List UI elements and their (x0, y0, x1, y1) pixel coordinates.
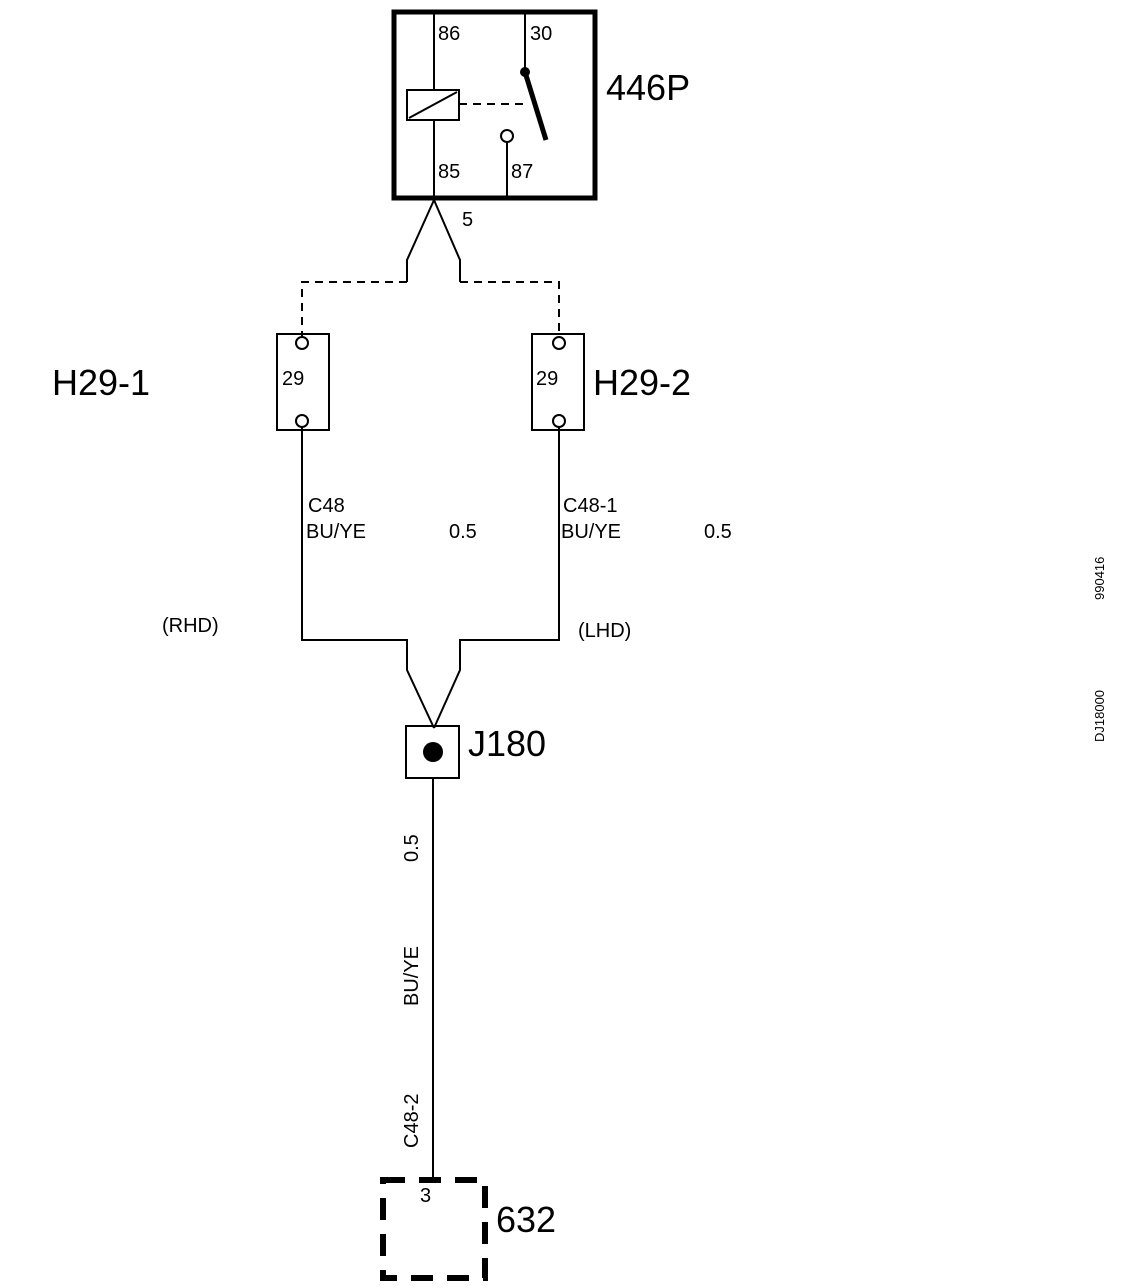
component-pin: 3 (420, 1185, 431, 1207)
relay-pin-30: 30 (530, 23, 552, 45)
connector-right-pin-bottom (552, 414, 566, 428)
junction-label: J180 (468, 723, 546, 764)
connector-right-label: H29-2 (593, 362, 691, 403)
component-label: 632 (496, 1199, 556, 1240)
connector-H29-1: 29 H29-1 (52, 333, 330, 431)
wire-right-path (433, 427, 560, 729)
relay-coil-diagonal (408, 91, 458, 119)
wire-right-color: BU/YE (561, 521, 621, 543)
wire-down-size: 0.5 (401, 834, 423, 862)
connector-left-pin-number: 29 (282, 368, 304, 390)
connector-H29-2: 29 H29-2 (531, 333, 691, 431)
relay-label: 446P (606, 67, 690, 108)
wire-left-color: BU/YE (306, 521, 366, 543)
split-right-dashed (460, 281, 560, 336)
wire-left-size: 0.5 (449, 521, 477, 543)
connector-left-pin-bottom (295, 414, 309, 428)
connector-left-pin-top (295, 336, 309, 350)
wire-right-size: 0.5 (704, 521, 732, 543)
wire-down: 0.5 BU/YE C48-2 (401, 778, 434, 1178)
relay-housing (391, 9, 598, 201)
component-632: 3 632 (380, 1177, 556, 1281)
junction-dot (423, 742, 443, 762)
relay-446P: 86 30 85 87 446P (391, 9, 690, 201)
reference-code-2: DJ18000 (1092, 690, 1107, 742)
wire-right-variant: (LHD) (578, 620, 631, 642)
split-left-branch (406, 199, 435, 282)
junction-J180: J180 (405, 723, 546, 779)
relay-contact-87 (500, 129, 514, 143)
wire-down-color: BU/YE (401, 946, 423, 1006)
wire-left: C48 BU/YE 0.5 (RHD) (162, 427, 477, 729)
reference-codes: 990416 DJ18000 (1092, 557, 1107, 742)
wire-down-circuit: C48-2 (401, 1094, 423, 1148)
relay-pin-86: 86 (438, 23, 460, 45)
relay-pin-87: 87 (511, 161, 533, 183)
split-left-dashed (301, 281, 407, 336)
wire-right: C48-1 BU/YE 0.5 (LHD) (433, 427, 732, 729)
relay-switch-arm (522, 71, 549, 141)
wire-right-circuit: C48-1 (563, 495, 617, 517)
split-right-branch (433, 199, 461, 282)
split-wire-size: 5 (462, 209, 473, 231)
connector-right-pin-top (552, 336, 566, 350)
component-outline (380, 1177, 488, 1281)
relay-pin-85: 85 (438, 161, 460, 183)
connector-left-label: H29-1 (52, 362, 150, 403)
wire-left-path (301, 427, 435, 729)
wire-left-variant: (RHD) (162, 615, 219, 637)
wire-left-circuit: C48 (308, 495, 345, 517)
connector-right-pin-number: 29 (536, 368, 558, 390)
relay-split: 5 (301, 199, 560, 336)
reference-code-1: 990416 (1092, 557, 1107, 600)
